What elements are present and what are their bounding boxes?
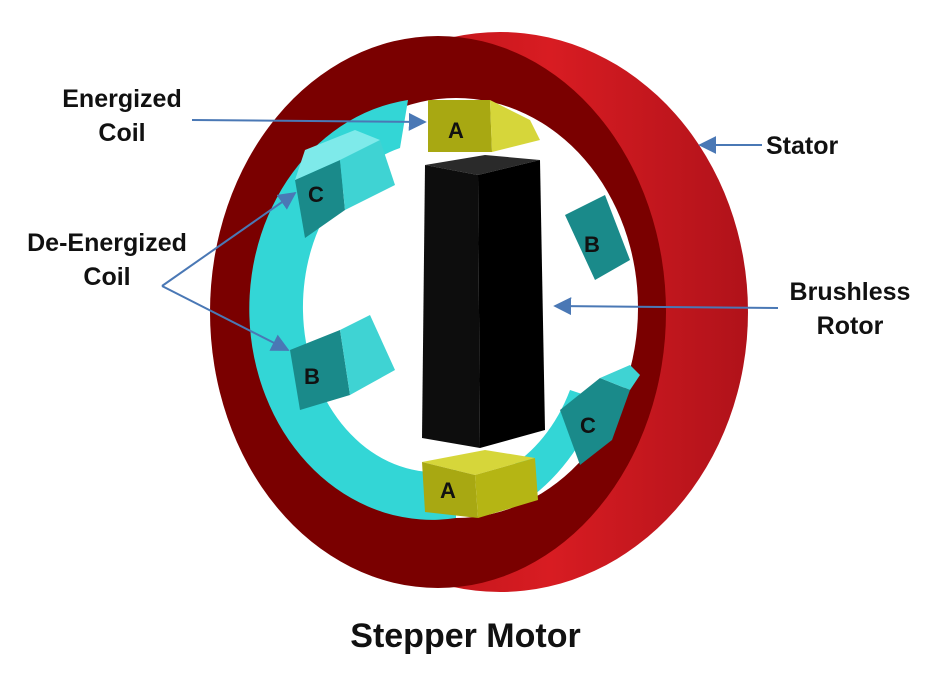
rotor-bar — [422, 155, 545, 448]
label-deenergized-coil: De-Energized Coil — [12, 226, 202, 294]
label-stator: Stator — [766, 132, 839, 160]
coil-a-bottom-label: A — [440, 478, 456, 503]
coil-b-left: B — [290, 315, 395, 410]
rotor-arrow — [553, 297, 779, 316]
deenergized-arrow-b — [161, 285, 290, 351]
label-energized-coil: Energized Coil — [52, 82, 192, 150]
coil-c-right-label: C — [580, 413, 596, 438]
coil-b-right-label: B — [584, 232, 600, 257]
label-deenergized-line2: Coil — [83, 263, 131, 291]
coil-c-left: C — [295, 130, 395, 238]
coil-a-bottom: A — [422, 450, 538, 518]
coil-a-top-label: A — [448, 118, 464, 143]
label-rotor-line1: Brushless — [789, 278, 911, 306]
label-deenergized-line1: De-Energized — [27, 229, 187, 257]
coil-c-left-label: C — [308, 182, 324, 207]
label-rotor-line2: Rotor — [816, 312, 884, 340]
coil-a-top: A — [428, 100, 540, 152]
label-brushless-rotor: Brushless Rotor — [780, 275, 920, 343]
label-energized-line1: Energized — [62, 85, 182, 113]
deenergized-arrow-c — [161, 191, 297, 287]
energized-arrow — [191, 112, 427, 131]
coil-c-right: C — [560, 365, 640, 465]
label-energized-line2: Coil — [98, 119, 146, 147]
diagram-title: Stepper Motor — [350, 617, 581, 655]
coil-b-left-label: B — [304, 364, 320, 389]
coil-b-right: B — [565, 195, 630, 280]
